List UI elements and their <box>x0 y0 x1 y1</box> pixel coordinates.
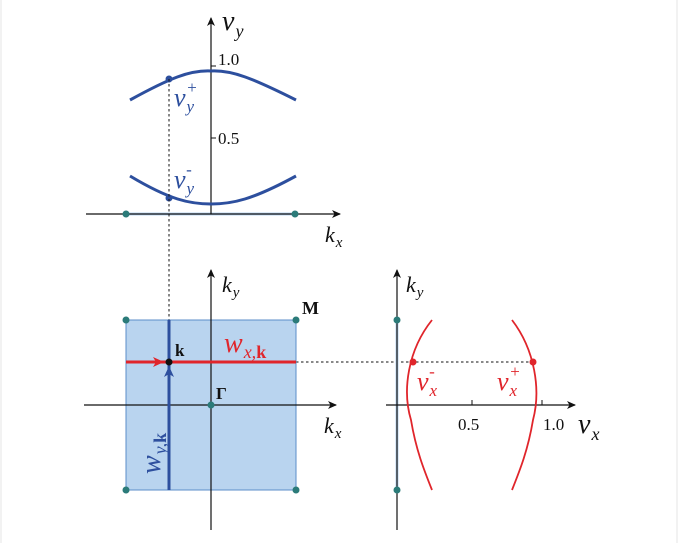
right-x-axis-label: vx <box>578 409 599 444</box>
right-velocity-plot: 0.5 1.0 ky vx vx- vx+ <box>386 269 599 530</box>
vx-minus-curve <box>406 319 433 491</box>
top-velocity-plot: 1.0 0.5 vy kx vy+ vy- <box>86 6 343 251</box>
bz-x-axis-label: kx <box>324 413 342 442</box>
top-x-axis-label: kx <box>325 222 343 251</box>
right-edge-divider <box>676 0 678 543</box>
top-y-axis-label: vy <box>222 6 243 41</box>
vy-minus-point <box>165 194 173 202</box>
wx-label: wx,k <box>224 328 266 362</box>
right-y-axis-label: ky <box>406 272 424 301</box>
left-edge-divider <box>0 0 2 543</box>
tick-label-1: 1.0 <box>218 50 239 69</box>
k-point-label: k <box>175 341 185 360</box>
bz-corner-top-right <box>292 316 300 324</box>
vx-minus-point <box>409 358 417 366</box>
bz-corner-bottom-right <box>292 486 300 494</box>
vx-plus-point <box>529 358 537 366</box>
vx-minus-label: vx- <box>417 362 438 400</box>
vy-minus-label: vy- <box>174 160 195 198</box>
brillouin-zone-plot: ky kx M Γ k wx,k wy,k <box>84 269 342 530</box>
wy-label: wy,k <box>136 433 170 474</box>
gamma-label: Γ <box>216 384 227 403</box>
top-left-endpoint <box>122 210 130 218</box>
bz-corner-top-left <box>122 316 130 324</box>
right-bottom-endpoint <box>393 486 401 494</box>
bz-y-axis-label: ky <box>222 272 240 301</box>
bz-corner-bottom-left <box>122 486 130 494</box>
right-top-endpoint <box>393 316 401 324</box>
vx-plus-label: vx+ <box>497 362 521 400</box>
right-tick-label-1: 1.0 <box>543 415 564 434</box>
top-right-endpoint <box>291 210 299 218</box>
gamma-point <box>207 401 215 409</box>
tick-label-05: 0.5 <box>218 129 239 148</box>
right-tick-label-05: 0.5 <box>458 415 479 434</box>
vy-plus-label: vy+ <box>174 78 198 116</box>
vx-plus-curve <box>511 319 538 491</box>
vy-plus-curve <box>129 69 297 102</box>
vy-minus-curve <box>129 174 297 206</box>
corner-label-m: M <box>302 298 319 318</box>
k-point <box>165 358 173 366</box>
